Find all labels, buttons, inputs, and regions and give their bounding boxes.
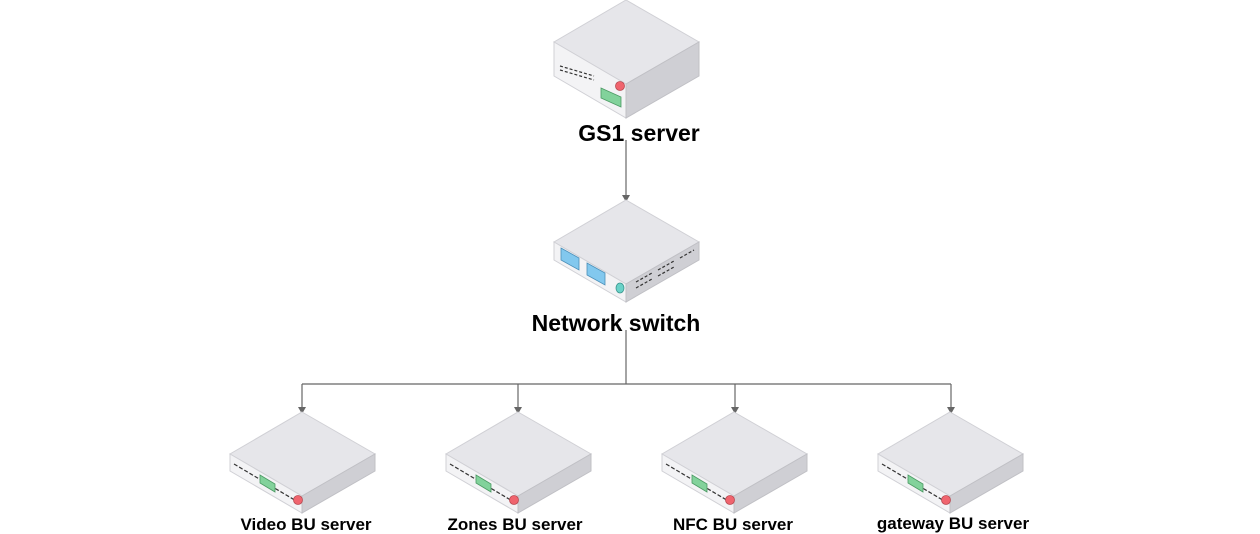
zones-bu-server-node: Zones BU server — [445, 411, 592, 534]
server-icon — [553, 0, 700, 119]
gs1-server-node: GS1 server — [553, 0, 700, 146]
server-icon — [445, 411, 592, 514]
arrowhead — [514, 407, 522, 414]
gateway-bu-server-node: gateway BU server — [877, 411, 1030, 533]
nfc-bu-server-label: NFC BU server — [673, 515, 793, 534]
connectors — [298, 140, 955, 414]
nfc-bu-server-node: NFC BU server — [661, 411, 808, 534]
video-bu-server-node: Video BU server — [229, 411, 376, 534]
arrowhead — [947, 407, 955, 414]
arrowhead — [622, 195, 630, 202]
gateway-bu-server-label: gateway BU server — [877, 514, 1030, 533]
zones-bu-server-label: Zones BU server — [447, 515, 582, 534]
gs1-server-label: GS1 server — [578, 120, 700, 146]
network-switch-icon — [553, 199, 700, 303]
server-icon — [229, 411, 376, 514]
arrowhead — [731, 407, 739, 414]
arrowhead — [298, 407, 306, 414]
server-icon — [661, 411, 808, 514]
network-switch-label: Network switch — [532, 310, 701, 336]
server-icon — [877, 411, 1024, 514]
network-switch-node: Network switch — [532, 199, 701, 336]
video-bu-server-label: Video BU server — [240, 515, 371, 534]
